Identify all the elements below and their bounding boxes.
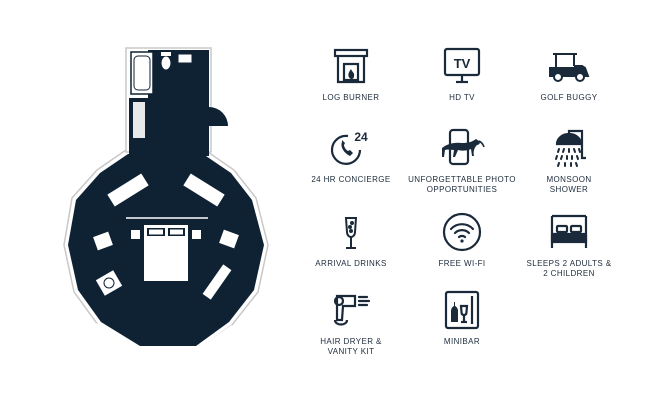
sink: [177, 53, 193, 64]
toilet: [160, 55, 172, 71]
bathtub-inner: [133, 55, 151, 91]
desk: [202, 264, 232, 300]
bedside-table-right: [192, 230, 201, 239]
amenity-golf-buggy: GOLF BUGGY: [509, 46, 629, 103]
minibar-icon: [444, 290, 480, 330]
amenity-photo: UNFORGETTABLE PHOTO OPPORTUNITIES: [402, 128, 522, 195]
floor-plan: [63, 47, 269, 351]
amenity-label: SLEEPS 2 ADULTS & 2 CHILDREN: [526, 259, 612, 278]
amenity-concierge: 24 24 HR CONCIERGE: [291, 128, 411, 185]
pillow-right-inner: [170, 229, 183, 235]
golf-buggy-icon: [549, 53, 590, 82]
phone-leopard-icon: [442, 128, 485, 166]
hair-dryer-icon: [333, 294, 371, 326]
amenity-label: MONSOON SHOWER: [546, 175, 592, 194]
toilet-tank: [161, 52, 171, 56]
phone-24-icon: 24: [330, 130, 368, 165]
amenity-shower: MONSOON SHOWER: [509, 128, 629, 195]
amenity-label: MINIBAR: [443, 337, 481, 346]
amenity-label: LOG BURNER: [322, 93, 380, 102]
chair-right: [219, 229, 239, 249]
door-swing: [209, 107, 228, 126]
shower-icon: [555, 129, 586, 167]
wifi-icon: [442, 212, 482, 252]
amenity-label: HD TV: [449, 93, 475, 102]
amenity-drinks: ARRIVAL DRINKS: [291, 212, 411, 269]
bed-icon: [550, 214, 588, 248]
concierge-icon-text: 24: [354, 130, 368, 144]
amenity-label: GOLF BUGGY: [540, 93, 598, 102]
champagne-icon: [344, 217, 358, 249]
shower-area: [133, 102, 145, 138]
tv-icon: TV: [443, 47, 481, 84]
amenity-label: ARRIVAL DRINKS: [315, 259, 387, 268]
amenity-label: UNFORGETTABLE PHOTO OPPORTUNITIES: [408, 175, 516, 194]
fireplace-icon: [333, 48, 369, 84]
amenity-sleeps: SLEEPS 2 ADULTS & 2 CHILDREN: [509, 212, 629, 279]
amenity-label: FREE WI-FI: [438, 259, 486, 268]
amenity-wifi: FREE WI-FI: [402, 212, 522, 269]
window-bottom: [95, 323, 233, 351]
chair-left: [93, 231, 113, 251]
amenity-hairdryer: HAIR DRYER & VANITY KIT: [291, 290, 411, 357]
sofa-left: [107, 173, 149, 207]
amenity-hd-tv: TV HD TV: [402, 46, 522, 103]
amenity-minibar: MINIBAR: [402, 290, 522, 347]
tv-icon-text: TV: [454, 56, 471, 71]
amenity-log-burner: LOG BURNER: [291, 46, 411, 103]
side-table-top: [103, 277, 115, 289]
sofa-right: [183, 173, 225, 207]
amenity-label: HAIR DRYER & VANITY KIT: [320, 337, 382, 356]
pillow-left-inner: [149, 229, 163, 235]
amenity-label: 24 HR CONCIERGE: [311, 175, 391, 184]
bedside-table-left: [131, 230, 140, 239]
corridor: [148, 50, 209, 156]
